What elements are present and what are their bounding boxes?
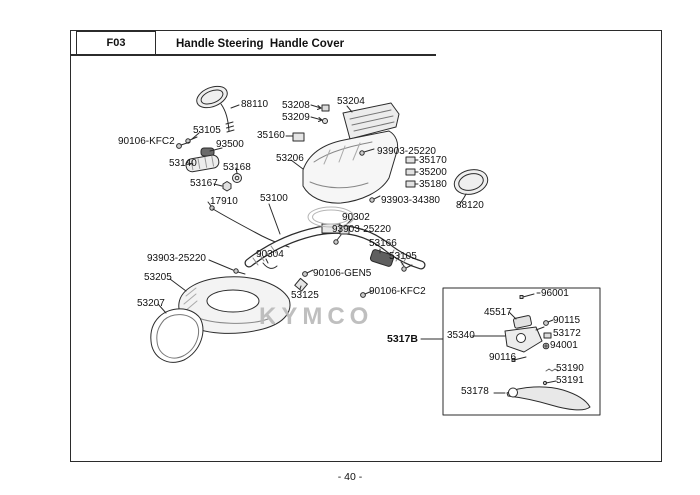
- part-label-94001: 94001: [550, 340, 578, 351]
- part-53167: [222, 181, 232, 192]
- leader-53206: [290, 159, 304, 170]
- part-53166: [369, 249, 395, 267]
- part-label-53191: 53191: [556, 375, 584, 386]
- page-number: - 40 -: [337, 471, 363, 483]
- screw-53105-b: [401, 264, 413, 272]
- part-label-53167: 53167: [190, 178, 218, 189]
- part-label-45517: 45517: [484, 307, 512, 318]
- part-53209: [322, 118, 328, 124]
- part-label-90304: 90304: [256, 249, 284, 260]
- part-label-17910: 17910: [210, 196, 238, 207]
- screw-96001: [519, 293, 535, 299]
- part-label-53140: 53140: [169, 158, 197, 169]
- part-rear-cover: [178, 276, 291, 334]
- part-label-96001: 96001: [541, 288, 569, 299]
- part-label-53207: 53207: [137, 298, 165, 309]
- part-handlebar: [244, 223, 426, 270]
- part-label-90106-KFC2: 90106-KFC2: [118, 136, 175, 147]
- screw-53105-a: [185, 136, 198, 144]
- part-53191: [542, 380, 557, 386]
- part-label-5317B: 5317B: [387, 333, 418, 345]
- part-label-53105: 53105: [193, 125, 221, 136]
- page-border: [70, 30, 662, 462]
- part-label-53206: 53206: [276, 153, 304, 164]
- part-label-90106-KFC2: 90106-KFC2: [369, 286, 426, 297]
- part-53190: [545, 368, 559, 372]
- part-45517: [513, 315, 532, 329]
- screw-93903-25220-a: [359, 148, 375, 156]
- part-label-35160: 35160: [257, 130, 285, 141]
- part-brake-lever: [506, 386, 591, 411]
- part-label-93500: 93500: [216, 139, 244, 150]
- leader-53205: [169, 278, 187, 292]
- part-35160: [292, 132, 305, 142]
- part-90116: [511, 356, 527, 362]
- part-label-88120: 88120: [456, 200, 484, 211]
- part-label-53172: 53172: [553, 328, 581, 339]
- part-label-35200: 35200: [419, 167, 447, 178]
- part-90304: [262, 262, 278, 269]
- screw-90106-gen5: [302, 269, 314, 277]
- part-front-lower-cover: [150, 308, 204, 363]
- screw-93903-25220-c: [233, 268, 246, 275]
- page-title: Handle Steering Handle Cover: [176, 38, 345, 50]
- doc-code: F03: [106, 37, 126, 49]
- part-label-93903-34380: 93903-34380: [381, 195, 440, 206]
- part-label-90106-GEN5: 90106-GEN5: [313, 268, 372, 279]
- part-label-90116: 90116: [489, 352, 517, 363]
- screw-93903-34380: [369, 195, 381, 203]
- part-label-93903-25220: 93903-25220: [147, 253, 206, 264]
- part-upper-cover: [342, 102, 400, 140]
- screw-90115: [543, 319, 554, 326]
- part-grip: [185, 154, 220, 173]
- part-label-93903-25220: 93903-25220: [332, 224, 391, 235]
- part-label-53208: 53208: [282, 100, 310, 111]
- part-front-cover: [302, 130, 399, 204]
- part-label-88110: 88110: [241, 99, 269, 110]
- part-label-90115: 90115: [553, 315, 581, 326]
- part-label-35340: 35340: [447, 330, 475, 341]
- part-label-53205: 53205: [144, 272, 172, 283]
- leader-88110: [230, 104, 240, 109]
- part-label-53178: 53178: [461, 386, 489, 397]
- part-label-35170: 35170: [419, 155, 447, 166]
- part-label-53125: 53125: [291, 290, 319, 301]
- part-mirror-left: [196, 85, 235, 133]
- part-label-93903-25220: 93903-25220: [377, 146, 436, 157]
- part-53168: [232, 173, 242, 183]
- part-lever-bracket: [504, 326, 545, 353]
- part-label-53105: 53105: [389, 251, 417, 262]
- part-label-35180: 35180: [419, 179, 447, 190]
- leader-53100: [268, 203, 281, 235]
- leader-53207: [157, 303, 167, 314]
- leader-93903-25220-c: [208, 259, 234, 271]
- screw-90106-kfc2-a: [176, 141, 191, 149]
- arrow-53209: [310, 116, 323, 122]
- part-label-53100: 53100: [260, 193, 288, 204]
- part-label-90302: 90302: [342, 212, 370, 223]
- screw-90106-kfc2-b: [360, 290, 373, 298]
- arrow-53208: [310, 104, 322, 110]
- part-relays: [405, 156, 416, 188]
- kymco-logo-oval: [307, 206, 355, 228]
- watermark: KYMCO: [259, 303, 374, 330]
- header-rule: [70, 54, 436, 56]
- part-label-53166: 53166: [369, 238, 397, 249]
- part-mirror-right: [453, 169, 489, 206]
- part-53125: [294, 277, 308, 292]
- leader-53204: [346, 105, 353, 113]
- part-label-53168: 53168: [223, 162, 251, 173]
- lever-box: [442, 287, 601, 416]
- part-53208: [321, 104, 330, 112]
- part-53172: [543, 332, 552, 339]
- part-label-53209: 53209: [282, 112, 310, 123]
- part-94001: [542, 342, 550, 350]
- screw-93903-25220-b: [333, 234, 342, 245]
- part-label-53204: 53204: [337, 96, 365, 107]
- part-label-53190: 53190: [556, 363, 584, 374]
